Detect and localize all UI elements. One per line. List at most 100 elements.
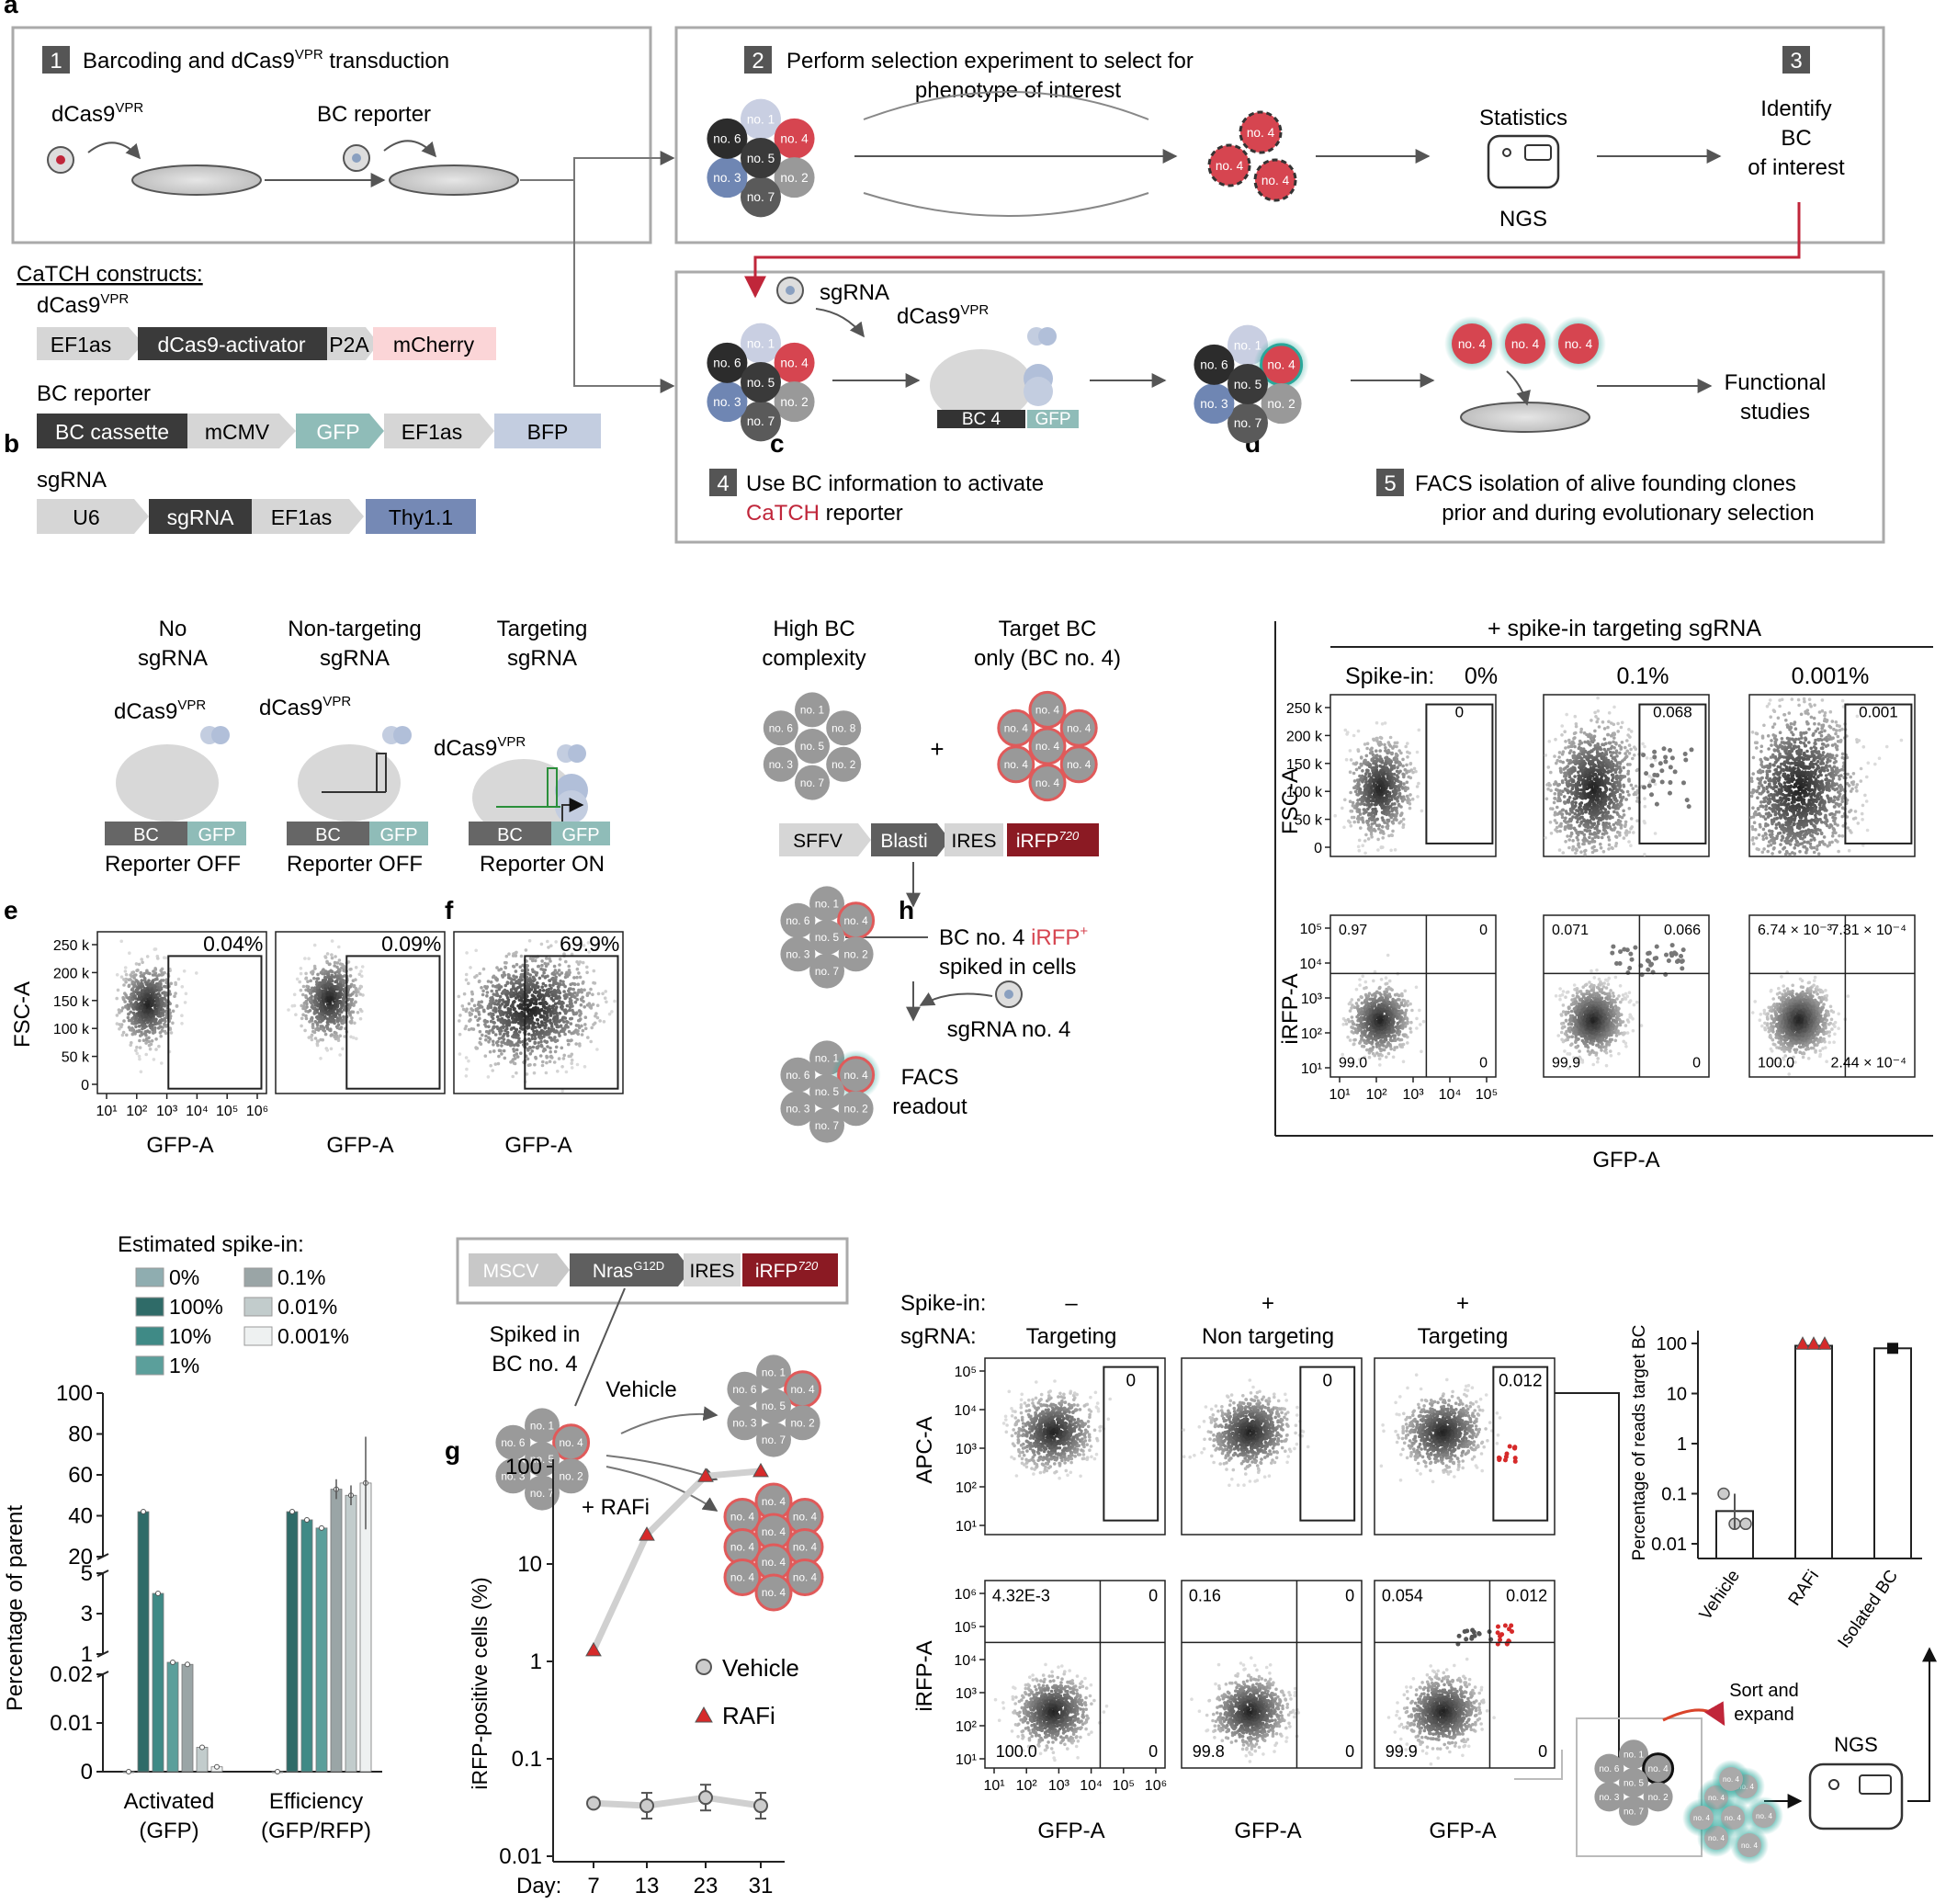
plot-point xyxy=(120,1033,125,1037)
plot-point xyxy=(533,1034,537,1037)
plot-point xyxy=(1375,781,1380,785)
construct2-part-0: BC cassette xyxy=(55,420,169,444)
plot-point xyxy=(322,1028,325,1032)
plot-point xyxy=(539,1037,543,1040)
c-construct-1: Blasti xyxy=(880,831,927,852)
clone-label: no. 7 xyxy=(747,190,775,204)
clone-label: no. 7 xyxy=(747,414,775,428)
plot-point xyxy=(333,975,336,979)
plot-point xyxy=(354,978,357,981)
plot-point xyxy=(575,1062,580,1067)
plot-point xyxy=(336,1023,341,1027)
plot-point xyxy=(538,1014,543,1019)
plot-point xyxy=(1375,765,1379,769)
plot-point xyxy=(556,985,560,989)
plot-point xyxy=(515,987,518,992)
plot-point xyxy=(147,1010,151,1014)
plot-point xyxy=(546,1045,549,1048)
plot-point xyxy=(537,1008,540,1013)
plot-point xyxy=(1378,749,1382,753)
plot-point xyxy=(576,1024,581,1027)
plot-point xyxy=(1373,792,1376,796)
plot-point xyxy=(310,1035,313,1038)
plot-point xyxy=(182,969,187,973)
plot-point xyxy=(527,999,532,1003)
plot-point xyxy=(358,1007,363,1012)
plot-point xyxy=(1385,790,1388,794)
plot-point xyxy=(485,991,490,994)
plot-point xyxy=(332,1000,336,1003)
plot-point xyxy=(1572,826,1577,831)
plot-point xyxy=(559,1001,563,1005)
construct2-name: BC reporter xyxy=(37,381,151,406)
plot-point xyxy=(195,971,198,975)
plot-point xyxy=(1371,808,1375,811)
plot-point xyxy=(464,1025,469,1028)
plot-point xyxy=(1350,1015,1354,1019)
plot-point xyxy=(137,1054,141,1059)
plot-point xyxy=(562,990,566,993)
plot-point xyxy=(141,1026,144,1031)
plot-point xyxy=(1389,1047,1393,1051)
plot-point xyxy=(488,1049,492,1054)
plot-point xyxy=(140,992,144,996)
plot-point xyxy=(1388,1035,1393,1039)
plot-point xyxy=(1390,809,1394,813)
plot-point xyxy=(157,1044,161,1048)
plot-point xyxy=(152,1058,156,1061)
plot-point xyxy=(1544,797,1549,801)
plot-point xyxy=(577,988,581,992)
plot-point xyxy=(500,1020,503,1025)
tick-label: 150 k xyxy=(1286,757,1323,773)
plot-point xyxy=(139,974,143,978)
panel-letter-f: f xyxy=(445,896,454,924)
plot-point xyxy=(1376,848,1380,852)
plot-point xyxy=(511,1043,515,1047)
plot-point xyxy=(1388,744,1393,748)
plot-point xyxy=(1386,767,1390,772)
clone-label: no. 6 xyxy=(786,915,810,927)
clone-cell xyxy=(741,323,781,364)
plot-point xyxy=(329,1034,334,1037)
plot-point xyxy=(569,1016,572,1021)
plot-point xyxy=(1642,820,1646,823)
plot-point xyxy=(551,1003,556,1008)
plot-point xyxy=(561,1057,566,1060)
plot-point xyxy=(1610,773,1614,777)
plot-point xyxy=(123,966,128,969)
clone-label: no. 4 xyxy=(1035,705,1060,717)
plot-point xyxy=(545,992,549,995)
tick-label: 10¹ xyxy=(1329,1087,1350,1103)
plot-point xyxy=(354,966,358,969)
plot-point xyxy=(1397,1005,1401,1010)
plot-point xyxy=(124,1005,128,1009)
plot-point xyxy=(155,997,159,1001)
plot-point xyxy=(1653,832,1657,835)
plot-point xyxy=(125,1033,129,1037)
clone-label: no. 5 xyxy=(815,932,840,944)
tick-label: 150 k xyxy=(53,994,90,1010)
plot-point xyxy=(1402,782,1406,786)
plot-point xyxy=(1607,847,1611,851)
plot-point xyxy=(458,1032,462,1037)
plot-point xyxy=(1379,742,1384,746)
plot-point xyxy=(592,969,596,973)
plot-point xyxy=(1348,1009,1352,1013)
plot-point xyxy=(520,999,524,1003)
plot-point xyxy=(1394,1009,1397,1014)
plot-point xyxy=(509,994,513,999)
plot-point xyxy=(458,1019,461,1023)
plot-point xyxy=(1393,802,1397,806)
plot-point xyxy=(533,1040,537,1045)
plot-point xyxy=(1374,754,1378,758)
plot-point xyxy=(573,1012,577,1016)
plot-point xyxy=(487,1012,492,1016)
tick-label: 10⁵ xyxy=(1300,922,1322,937)
plot-point xyxy=(144,989,149,993)
plot-point xyxy=(1342,825,1346,830)
plot-point xyxy=(328,988,333,992)
plot-point xyxy=(326,999,331,1003)
plot-point xyxy=(1359,1011,1363,1014)
plot-point xyxy=(1371,998,1375,1003)
plot-point xyxy=(137,1025,141,1028)
